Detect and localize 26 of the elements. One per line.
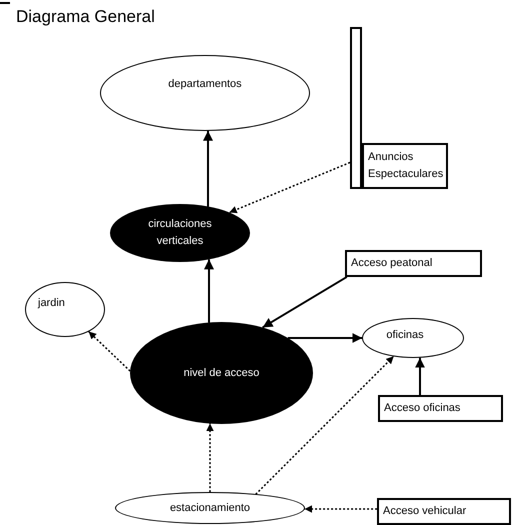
node-text: Acceso peatonal <box>351 256 432 272</box>
label-box <box>362 143 448 189</box>
node-text: jardin <box>38 296 65 311</box>
arrow <box>204 259 214 323</box>
arrow <box>206 424 214 492</box>
label-box <box>345 250 482 277</box>
arrow <box>262 276 348 328</box>
label-box <box>378 395 503 422</box>
billboard-bar <box>350 27 362 189</box>
arrow <box>203 130 213 207</box>
node-text: departamentos <box>168 77 242 92</box>
label-box <box>377 498 511 525</box>
node-text: Acceso vehicular <box>383 504 466 520</box>
node-text: nivel de acceso <box>184 366 260 380</box>
diagram-title: Diagrama General <box>16 8 155 25</box>
arrow <box>304 505 378 513</box>
arrow <box>229 162 350 214</box>
node-text: Acceso oficinas <box>384 401 460 416</box>
arrow <box>255 356 394 495</box>
node-text: estacionamiento <box>170 500 250 516</box>
node-text: oficinas <box>386 328 424 343</box>
arrow <box>415 358 425 396</box>
arrow <box>288 333 362 343</box>
arrow <box>88 330 131 372</box>
node-text: Anuncios Espectaculares <box>368 150 444 182</box>
node-text: circulaciones verticales <box>147 217 213 249</box>
